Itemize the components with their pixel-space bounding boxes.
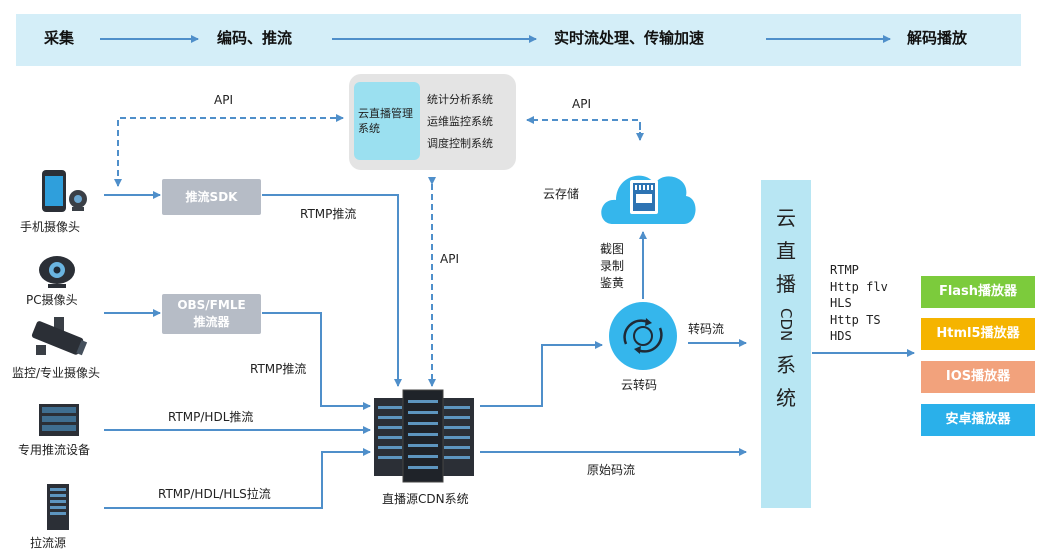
transcode-icon [609,302,677,370]
rack-device-icon [39,404,79,436]
cloud-storage-icon [601,175,696,224]
server-tower-icon [47,484,69,530]
protocol-item: HDS [830,329,852,343]
phone-icon [42,170,87,212]
push-device-label: 专用推流设备 [18,443,91,457]
rtmp-push-label-2: RTMP推流 [250,362,307,376]
scheduling-subsystem: 调度控制系统 [427,137,493,150]
flash-player: Flash播放器 [921,276,1035,308]
api-label-right: API [572,97,591,111]
push-sdk-box: 推流SDK [162,179,261,215]
live-management-system [354,82,420,160]
stage-encode: 编码、推流 [217,29,293,47]
ops-monitor-subsystem: 运维监控系统 [427,115,493,128]
api-label-center: API [440,252,459,266]
obs-pusher-line2: 推流器 [193,315,230,329]
pc-camera-label: PC摄像头 [26,293,78,307]
obs-pusher-box: OBS/FMLE 推流器 [162,294,261,334]
transcode-stream-label: 转码流 [688,322,725,336]
management-core-label: 云直播管理系统 [358,107,413,135]
surveillance-camera-label: 监控/专业摄像头 [12,366,101,380]
op-porn-detect: 鉴黄 [600,276,625,290]
pull-source-label: 拉流源 [30,536,67,550]
cloud-transcode-label: 云转码 [621,378,658,392]
cdn-char: 系 [776,353,796,377]
phone-camera-label: 手机摄像头 [20,220,81,234]
obs-pusher-line1: OBS/FMLE [177,298,246,312]
cdn-char: 播 [776,272,796,296]
surveillance-camera-icon [31,317,88,356]
rtmp-push-label-1: RTMP推流 [300,207,357,221]
obs-to-origin [262,312,371,410]
android-player: 安卓播放器 [921,404,1035,436]
sdk-to-origin [262,194,402,387]
api-label-left: API [214,93,233,107]
cloud-storage-label: 云存储 [543,187,580,201]
origin-to-transcode [480,341,603,407]
ios-player: IOS播放器 [921,361,1035,393]
cdn-vertical-label: 云 直 播 CDN 系 统 [761,202,811,415]
origin-cdn-label: 直播源CDN系统 [382,492,469,506]
stage-decode: 解码播放 [907,29,968,47]
webcam-icon [39,256,75,288]
rtmp-hdl-push-label: RTMP/HDL推流 [168,410,254,424]
rtmp-hdl-hls-pull-label: RTMP/HDL/HLS拉流 [158,487,271,501]
stats-subsystem: 统计分析系统 [427,93,493,106]
protocol-item: RTMP [830,263,859,277]
cdn-char: 直 [776,239,796,263]
op-screenshot: 截图 [600,242,625,256]
cdn-char: 统 [776,386,796,410]
server-cluster-icon [374,389,474,483]
protocol-item: Http flv [830,279,888,294]
stage-process: 实时流处理、传输加速 [554,29,705,47]
live-cdn-system: 云 直 播 CDN 系 统 [761,180,811,508]
api-line-right [526,116,641,138]
op-record: 录制 [600,259,625,273]
protocol-item: Http TS [830,312,881,327]
stage-capture: 采集 [44,29,75,47]
original-stream-label: 原始码流 [587,463,636,477]
protocol-list: RTMP Http flv HLS Http TS HDS [830,262,888,345]
pull-to-origin [104,448,371,509]
html5-player: Html5播放器 [921,318,1035,350]
cdn-char: 云 [776,206,796,230]
api-line-left [117,114,344,186]
protocol-item: HLS [830,296,852,310]
cdn-char: CDN [777,308,795,342]
